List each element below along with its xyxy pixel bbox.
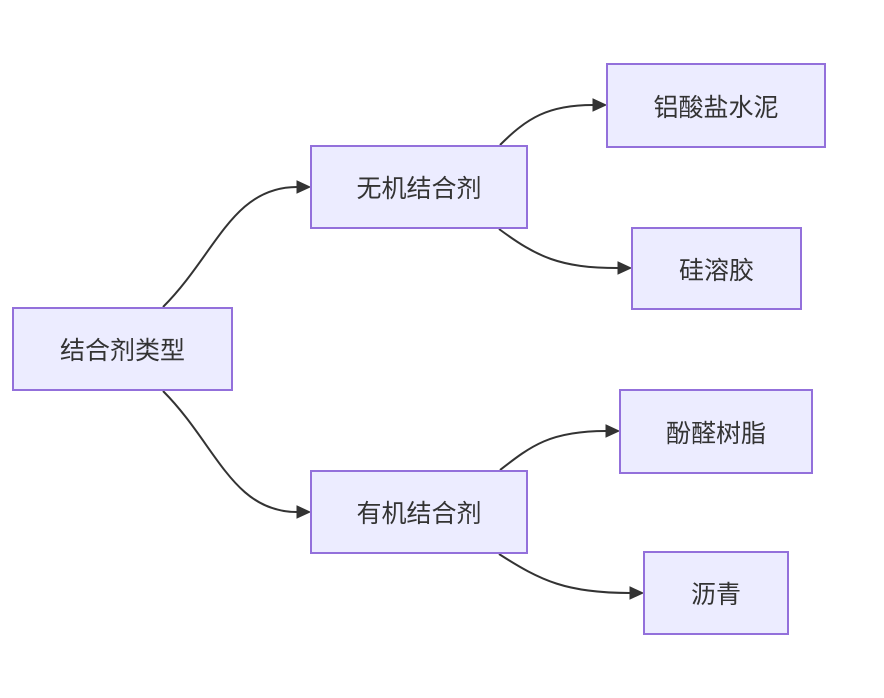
edge-inorganic-to-silica	[498, 228, 633, 275]
node-inorganic-binder: 无机结合剂	[310, 145, 528, 229]
arrowhead-icon	[629, 586, 645, 600]
node-organic-binder: 有机结合剂	[310, 470, 528, 554]
node-asphalt: 沥青	[643, 551, 789, 635]
edge-root-to-inorganic	[162, 180, 312, 308]
edge-organic-to-asphalt	[498, 553, 645, 600]
node-binder-type: 结合剂类型	[12, 307, 233, 391]
node-silica-sol: 硅溶胶	[631, 227, 802, 310]
edge-organic-to-phenolic	[499, 424, 621, 471]
node-aluminate-cement: 铝酸盐水泥	[606, 63, 826, 148]
arrowhead-icon	[605, 424, 621, 438]
arrowhead-icon	[296, 505, 312, 519]
arrowhead-icon	[296, 180, 312, 194]
arrowhead-icon	[617, 261, 633, 275]
node-phenolic-resin: 酚醛树脂	[619, 389, 813, 474]
edge-root-to-organic	[162, 390, 312, 519]
edge-inorganic-to-aluminate	[499, 98, 608, 146]
arrowhead-icon	[592, 98, 608, 112]
